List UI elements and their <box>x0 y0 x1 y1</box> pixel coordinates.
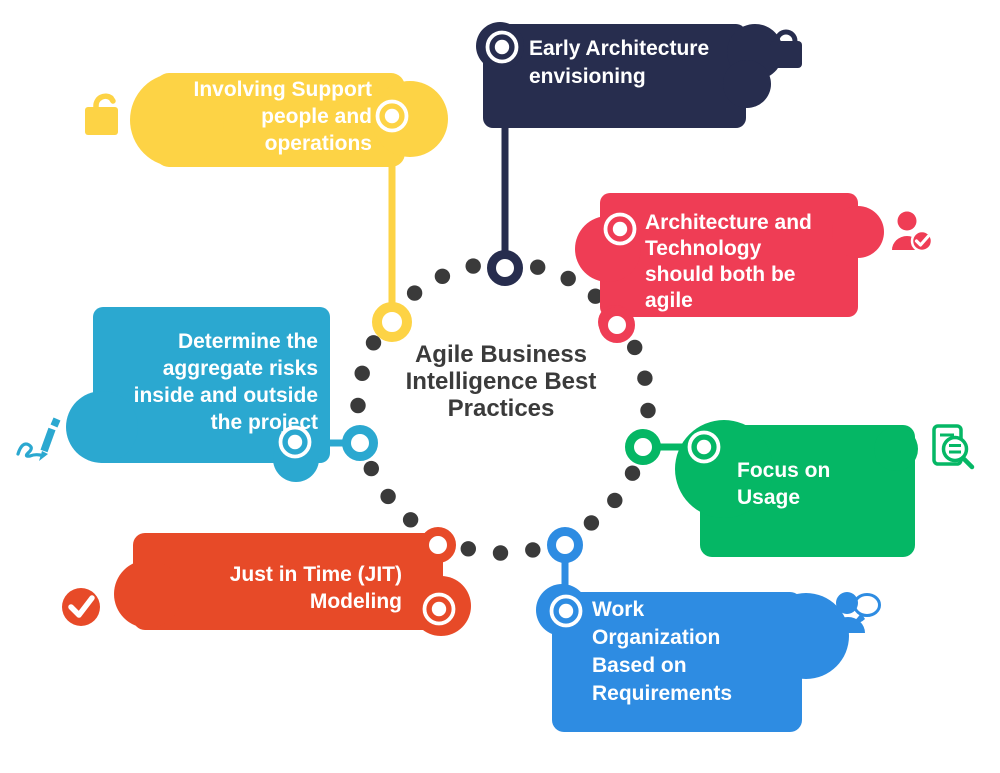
callout-label-line: Organization <box>592 626 720 649</box>
callout-bump <box>763 593 849 679</box>
callout-label-line: Modeling <box>310 590 402 613</box>
callout-bump <box>874 427 918 471</box>
ring-bullet-icon <box>422 592 456 626</box>
callout-label-line: aggregate risks <box>163 357 318 380</box>
callout-label-line: inside and outside <box>134 384 318 407</box>
node-ring-focus-usage <box>625 429 661 465</box>
ring-bullet-icon <box>603 212 637 246</box>
ring-bullet-icon <box>687 430 721 464</box>
lock-closed-icon <box>770 29 802 68</box>
circle-dot <box>380 488 396 505</box>
circle-dot <box>624 465 641 481</box>
callout-architecture-technology: Architecture and Technology should both … <box>575 193 884 339</box>
callout-bump <box>575 216 641 282</box>
callout-label-line: Usage <box>737 486 800 509</box>
circle-dot <box>525 542 541 558</box>
dotted-circle <box>350 258 656 561</box>
circle-dot <box>492 545 509 561</box>
callout-label-line: Determine the <box>178 330 318 353</box>
node-ring-early-architecture <box>487 250 523 286</box>
pen-signature-icon <box>16 417 61 461</box>
circle-dot <box>640 402 656 419</box>
callout-label-line: Based on <box>592 654 687 677</box>
callout-bump <box>723 60 771 108</box>
callout-label-line: Just in Time (JIT) <box>230 563 402 586</box>
circle-dot <box>363 460 379 477</box>
node-ring-jit-modeling <box>420 527 456 563</box>
callout-involving-support: Involving Support people and operations <box>130 73 448 167</box>
node-ring-involving-support <box>372 302 412 342</box>
callout-determine-risks: Determine the aggregate risks inside and… <box>66 307 330 482</box>
callout-bump <box>130 73 224 167</box>
center-title-line3: Practices <box>448 395 555 422</box>
check-circle-icon <box>62 588 100 626</box>
center-title-line1: Agile Business <box>415 341 587 368</box>
callout-bump <box>66 391 138 463</box>
callout-label-line: Involving Support <box>194 78 373 101</box>
callout-label-line: Focus on <box>737 459 830 482</box>
ring-bullet-icon <box>375 99 409 133</box>
callout-body <box>552 592 802 732</box>
lock-open-icon <box>85 93 118 135</box>
callout-early-architecture: Early Architecture envisioning <box>476 22 783 128</box>
circle-dot <box>460 541 476 557</box>
center-title: Agile Business Intelligence Best Practic… <box>406 341 597 422</box>
callout-bump <box>372 81 448 157</box>
circle-dot <box>627 339 643 356</box>
callout-work-organization: Work Organization Based on Requirements <box>536 584 849 732</box>
callout-label-line: envisioning <box>529 65 646 88</box>
callout-label-line: people and <box>261 105 372 128</box>
circle-dot <box>350 397 366 414</box>
callout-label-line: Technology <box>645 237 762 260</box>
callout-label-line: Early Architecture <box>529 37 709 60</box>
callout-body <box>600 193 858 317</box>
circle-dot <box>402 512 419 528</box>
circle-dot <box>354 365 370 381</box>
circle-dot <box>406 285 423 301</box>
node-ring-determine-risks <box>342 425 378 461</box>
callout-label-line: the project <box>211 411 318 434</box>
user-chat-icon <box>831 592 881 633</box>
callout-focus-usage: Focus on Usage <box>675 420 918 557</box>
callout-label-line: Work <box>592 598 644 621</box>
user-check-icon <box>892 211 934 253</box>
callout-label-line: should both be <box>645 263 795 286</box>
ring-bullet-icon <box>549 594 583 628</box>
center-title-line2: Intelligence Best <box>406 368 597 395</box>
circle-dot <box>465 258 481 274</box>
callout-body <box>133 533 443 630</box>
circle-dot <box>637 370 653 386</box>
circle-dot <box>587 288 604 304</box>
circle-dot <box>583 515 600 531</box>
node-ring-architecture-technology <box>599 307 635 343</box>
circle-dot <box>607 492 623 509</box>
ring-bullet-icon <box>278 425 312 459</box>
callout-body <box>93 307 330 463</box>
circle-dot <box>365 335 382 351</box>
callout-body <box>483 24 746 128</box>
document-search-icon <box>932 424 975 470</box>
callout-bump <box>832 206 884 258</box>
callout-bump <box>114 560 182 628</box>
callout-label-line: agile <box>645 289 693 312</box>
callout-jit-modeling: Just in Time (JIT) Modeling <box>114 533 471 636</box>
node-ring-work-organization <box>547 527 583 563</box>
circle-dot <box>560 270 576 287</box>
circle-dot <box>434 268 451 284</box>
callout-label-line: Architecture and <box>645 211 812 234</box>
ring-bullet-icon <box>485 30 519 64</box>
circle-dot <box>530 259 546 275</box>
callout-label-line: Requirements <box>592 682 732 705</box>
callout-label-line: operations <box>265 132 372 155</box>
